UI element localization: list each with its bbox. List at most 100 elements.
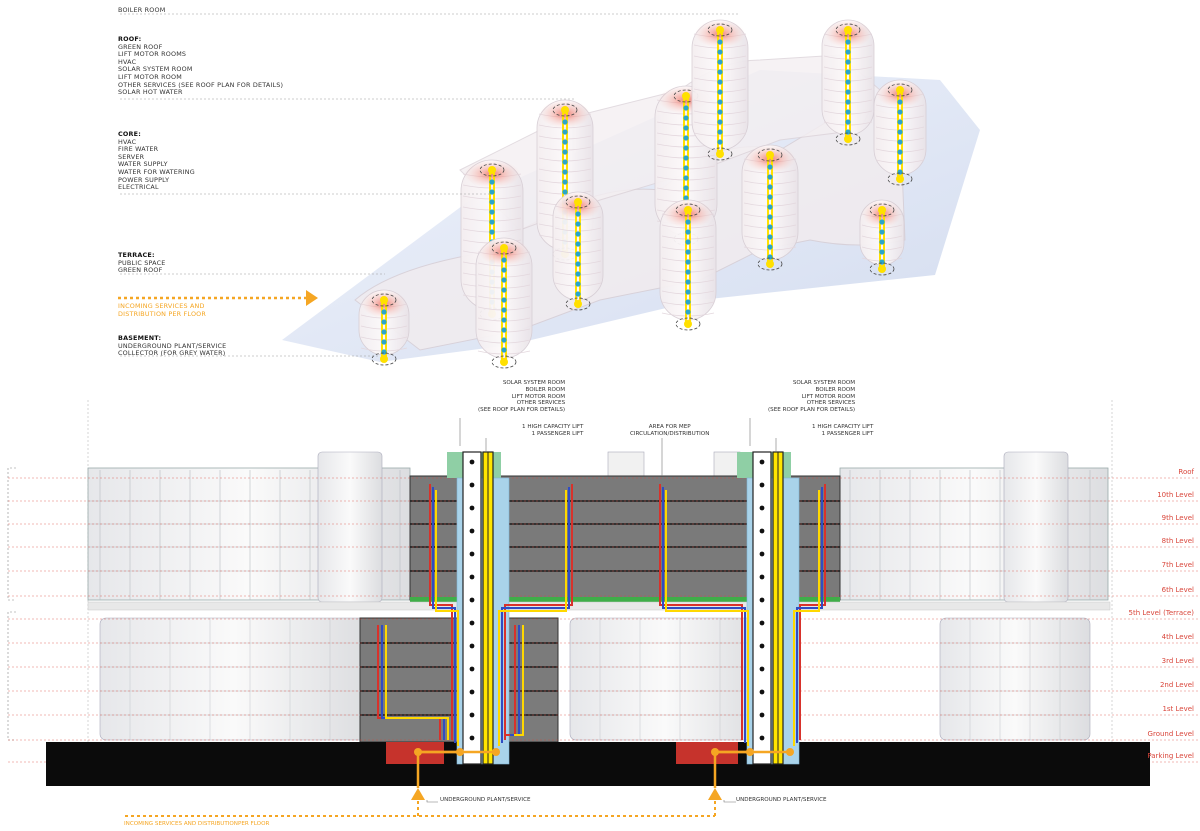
callout-line: 1 PASSENGER LIFT bbox=[821, 430, 874, 437]
callout-line: BOILER ROOM bbox=[525, 386, 566, 393]
service-pipe bbox=[501, 487, 570, 743]
service-pipe bbox=[435, 490, 459, 746]
service-pipe bbox=[504, 484, 573, 740]
terrace-item: GREEN ROOF bbox=[118, 266, 163, 275]
service-pipe bbox=[432, 487, 456, 743]
roof-item: LIFT MOTOR ROOM bbox=[118, 72, 182, 81]
callout-line: (SEE ROOF PLAN FOR DETAILS) bbox=[768, 407, 856, 414]
mep-area-callout: AREA FOR MEP CIRCULATION/DISTRIBUTION bbox=[630, 424, 709, 438]
roof-services-callout-left: SOLAR SYSTEM ROOM BOILER ROOM LIFT MOTOR… bbox=[478, 380, 565, 414]
callout-line: LIFT MOTOR ROOM bbox=[801, 393, 856, 400]
level-label: 9th Level bbox=[1161, 514, 1194, 522]
incoming-bottom-callout: INCOMING SERVICES AND DISTRIBUTIONPER FL… bbox=[124, 821, 270, 827]
core-item: SERVER bbox=[118, 152, 145, 161]
level-label: 6th Level bbox=[1161, 586, 1194, 594]
level-label: 1st Level bbox=[1162, 705, 1194, 713]
core-item: POWER SUPPLY bbox=[118, 175, 170, 184]
section-view bbox=[7, 400, 1200, 817]
basement-item: COLLECTOR (FOR GREY WATER) bbox=[118, 349, 226, 358]
underground-incoming bbox=[125, 790, 716, 817]
basement-legend: BASEMENT: UNDERGROUND PLANT/SERVICE COLL… bbox=[118, 334, 227, 358]
callout-line: 1 HIGH CAPACITY LIFT bbox=[812, 424, 874, 430]
level-label: 2nd Level bbox=[1159, 681, 1194, 689]
callout-line: 1 HIGH CAPACITY LIFT bbox=[522, 424, 584, 430]
core-item: HVAC bbox=[118, 137, 137, 146]
roof-legend: ROOF: GREEN ROOF LIFT MOTOR ROOMS HVAC S… bbox=[118, 35, 284, 97]
service-pipe bbox=[514, 625, 524, 736]
service-pipe bbox=[385, 625, 449, 740]
level-label: 10th Level bbox=[1157, 491, 1194, 499]
roof-item: OTHER SERVICES (SEE ROOF PLAN FOR DETAIL… bbox=[118, 80, 284, 89]
callout-line: (SEE ROOF PLAN FOR DETAILS) bbox=[478, 407, 566, 414]
roof-item: SOLAR SYSTEM ROOM bbox=[118, 65, 193, 74]
tower bbox=[741, 144, 799, 271]
callout-line: OTHER SERVICES bbox=[806, 400, 856, 407]
core-item: FIRE WATER bbox=[118, 145, 159, 154]
level-label: 7th Level bbox=[1161, 561, 1194, 569]
plant-room-right bbox=[676, 742, 738, 764]
core-legend: CORE: HVAC FIRE WATER SERVER WATER SUPPL… bbox=[118, 130, 195, 192]
service-pipe bbox=[498, 490, 567, 746]
callout-line: AREA FOR MEP bbox=[648, 424, 691, 430]
roof-heading: ROOF: bbox=[118, 35, 142, 43]
underground-callout-left: UNDERGROUND PLANT/SERVICE bbox=[440, 797, 531, 803]
lifts-callout-right: 1 HIGH CAPACITY LIFT 1 PASSENGER LIFT bbox=[812, 424, 873, 438]
callout-line: SOLAR SYSTEM ROOM bbox=[502, 380, 566, 386]
incoming-line: INCOMING SERVICES AND bbox=[118, 302, 205, 310]
level-label: 3rd Level bbox=[1161, 657, 1194, 665]
underground-callout-right: UNDERGROUND PLANT/SERVICE bbox=[736, 797, 827, 803]
level-label: Parking Level bbox=[1147, 752, 1194, 760]
callout-line: SOLAR SYSTEM ROOM bbox=[792, 380, 856, 386]
axonometric-view bbox=[282, 19, 980, 369]
tower bbox=[475, 237, 533, 369]
incoming-legend: INCOMING SERVICES AND DISTRIBUTION PER F… bbox=[118, 302, 207, 318]
core-item: ELECTRICAL bbox=[118, 183, 159, 192]
tower bbox=[873, 79, 927, 186]
service-pipe bbox=[793, 490, 820, 746]
service-pipe bbox=[659, 484, 743, 740]
level-label: 5th Level (Terrace) bbox=[1128, 609, 1195, 617]
label-boiler-room: BOILER ROOM bbox=[118, 6, 166, 14]
level-label: Roof bbox=[1178, 468, 1194, 476]
level-label: 4th Level bbox=[1161, 633, 1194, 641]
service-core-right bbox=[737, 451, 800, 765]
basement-heading: BASEMENT: bbox=[118, 334, 162, 342]
callout-line: OTHER SERVICES bbox=[516, 400, 566, 407]
core-item: WATER SUPPLY bbox=[118, 160, 168, 169]
terrace-green-roof bbox=[410, 597, 840, 602]
roof-item: SOLAR HOT WATER bbox=[118, 88, 183, 97]
tower bbox=[358, 289, 410, 366]
tower bbox=[821, 19, 875, 146]
roof-services-callout-right: SOLAR SYSTEM ROOM BOILER ROOM LIFT MOTOR… bbox=[768, 380, 855, 414]
tower bbox=[659, 199, 717, 331]
service-pipe bbox=[796, 487, 823, 743]
roof-item: HVAC bbox=[118, 57, 137, 66]
roof-item: LIFT MOTOR ROOMS bbox=[118, 50, 187, 59]
service-core-left bbox=[447, 451, 510, 765]
axo-leaders bbox=[120, 13, 740, 357]
towers bbox=[358, 19, 927, 369]
callout-line: 1 PASSENGER LIFT bbox=[531, 430, 584, 437]
lower-volumes bbox=[99, 617, 1091, 743]
terrace-item: PUBLIC SPACE bbox=[118, 258, 166, 267]
callout-line: CIRCULATION/DISTRIBUTION bbox=[630, 430, 710, 437]
terrace-legend: TERRACE: PUBLIC SPACE GREEN ROOF bbox=[118, 251, 166, 275]
terrace-slab bbox=[87, 601, 1111, 611]
tower bbox=[859, 199, 905, 276]
roof-item: GREEN ROOF bbox=[118, 42, 163, 51]
incoming-services-arrow bbox=[118, 290, 318, 306]
tower bbox=[552, 191, 604, 311]
level-label: Ground Level bbox=[1147, 730, 1194, 738]
callout-line: BOILER ROOM bbox=[815, 386, 856, 393]
service-pipe bbox=[429, 484, 453, 740]
incoming-line: DISTRIBUTION PER FLOOR bbox=[118, 309, 207, 318]
service-pipe bbox=[665, 490, 749, 746]
service-pipe bbox=[799, 484, 826, 740]
tower bbox=[691, 19, 749, 161]
service-pipe bbox=[662, 487, 746, 743]
ground-slab bbox=[46, 742, 1150, 786]
basement-item: UNDERGROUND PLANT/SERVICE bbox=[118, 341, 227, 350]
level-label: 8th Level bbox=[1161, 537, 1194, 545]
terrace-heading: TERRACE: bbox=[118, 251, 155, 259]
